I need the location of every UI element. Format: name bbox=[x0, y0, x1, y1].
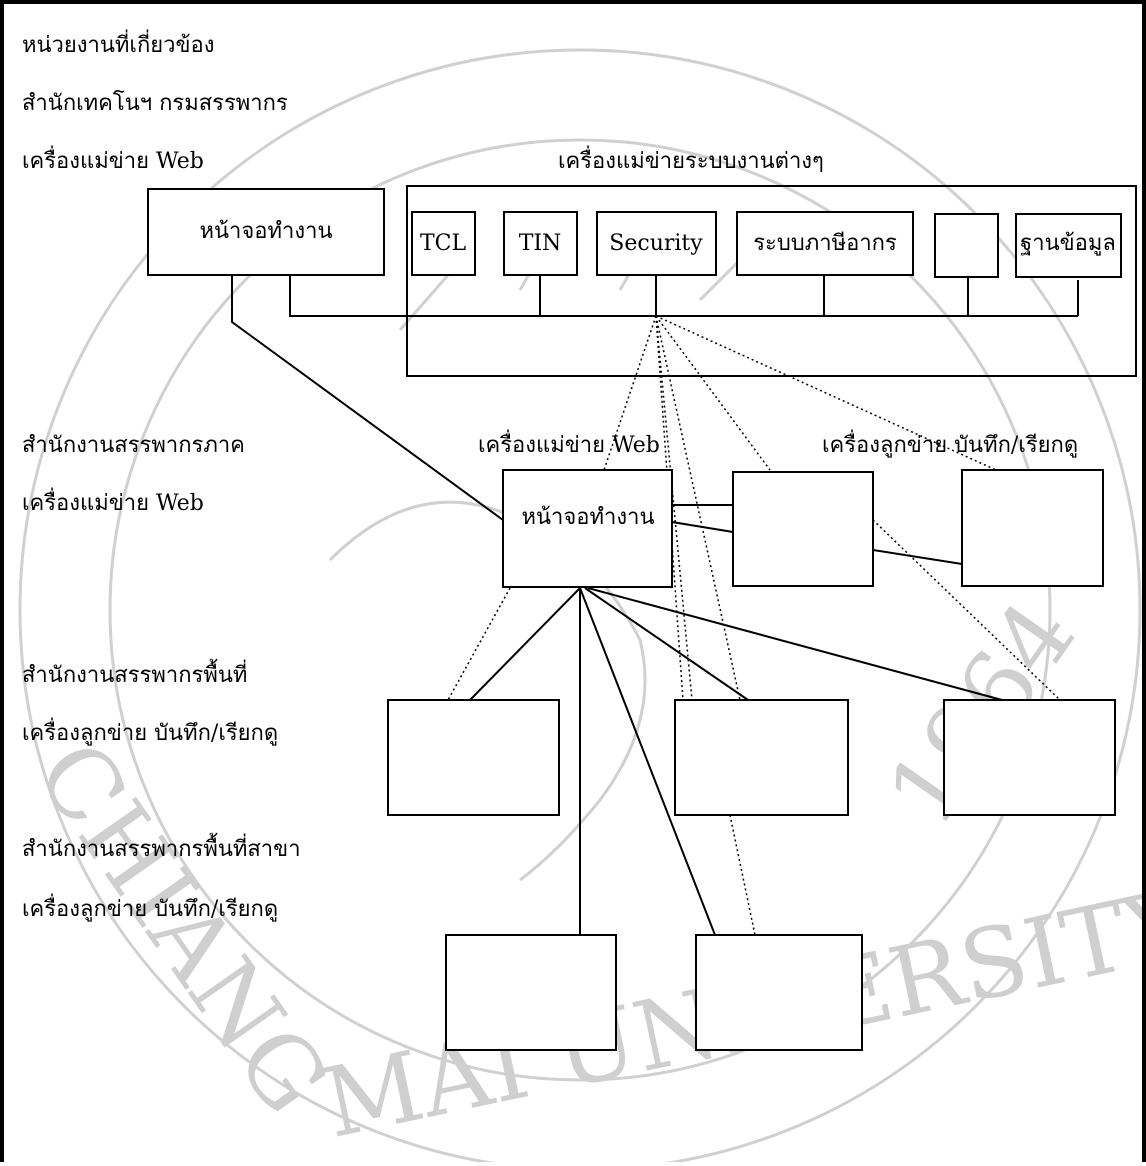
blank-server-box bbox=[934, 213, 999, 278]
area-client-box-mid bbox=[674, 699, 849, 816]
regional-client-box-2 bbox=[961, 469, 1104, 587]
central-bus-line bbox=[289, 275, 1078, 317]
fan-area-right bbox=[587, 587, 1003, 701]
regional-workspace-box bbox=[502, 469, 673, 588]
dotted-security-area-mid-1 bbox=[655, 315, 684, 701]
tax-system-box bbox=[736, 211, 914, 276]
fan-area-left bbox=[469, 587, 581, 701]
label-area-office: สำนักงานสรรพากรพื้นที่ bbox=[22, 659, 247, 688]
central-to-regional-line bbox=[231, 275, 504, 521]
area-client-box-left bbox=[387, 699, 560, 816]
branch-client-box-right bbox=[695, 934, 863, 1051]
label-regional-office: สำนักงานสรรพากรภาค bbox=[22, 433, 245, 458]
area-client-box-right bbox=[943, 699, 1116, 816]
central-workspace-label: หน้าจอทำงาน bbox=[200, 219, 333, 244]
connection-lines bbox=[231, 275, 1079, 936]
label-branch-client: เครื่องลูกข่าย บันทึก/เรียกดู bbox=[22, 893, 278, 922]
dotted-regional-client-area-right bbox=[872, 519, 1061, 701]
label-central-web-server: เครื่องแม่ข่าย Web bbox=[22, 145, 204, 174]
database-label: ฐานข้อมูล bbox=[1020, 231, 1116, 256]
label-regional-web-server: เครื่องแม่ข่าย Web bbox=[22, 487, 204, 516]
regional-link-3 bbox=[872, 549, 963, 565]
fan-branch-right bbox=[579, 587, 716, 936]
label-branch-office: สำนักงานสรรพากรพื้นที่สาขา bbox=[22, 833, 301, 862]
fan-area-mid bbox=[584, 587, 749, 701]
dotted-security-regional-web bbox=[603, 315, 657, 471]
tin-box bbox=[503, 211, 578, 276]
label-regional-client: เครื่องลูกข่าย บันทึก/เรียกดู bbox=[822, 429, 1078, 458]
security-label: Security bbox=[609, 231, 703, 256]
heading-related-units: หน่วยงานที่เกี่ยวข้อง bbox=[22, 29, 215, 58]
dotted-security-area-mid-3 bbox=[655, 315, 741, 701]
label-central-office: สำนักเทคโนฯ กรมสรรพากร bbox=[22, 90, 288, 116]
label-area-client: เครื่องลูกข่าย บันทึก/เรียกดู bbox=[22, 717, 278, 746]
central-workspace-box bbox=[147, 188, 385, 276]
dotted-area-mid-branch bbox=[729, 814, 756, 936]
dotted-area-left bbox=[447, 587, 511, 701]
central-app-servers-box bbox=[406, 185, 1137, 377]
branch-client-box-left bbox=[445, 934, 617, 1051]
security-box bbox=[596, 211, 717, 276]
label-central-app-servers: เครื่องแม่ข่ายระบบงานต่างๆ bbox=[558, 145, 824, 174]
dotted-security-area-mid-2 bbox=[655, 315, 693, 701]
label-regional-web-server-top: เครื่องแม่ข่าย Web bbox=[478, 429, 660, 458]
dotted-security-regional-client-2 bbox=[655, 315, 997, 471]
tcl-label: TCL bbox=[420, 231, 467, 256]
regional-workspace-label: หน้าจอทำงาน bbox=[522, 505, 655, 530]
database-box bbox=[1015, 213, 1122, 278]
watermark-chiang: CHIANG bbox=[15, 721, 351, 1133]
tin-label: TIN bbox=[519, 231, 562, 256]
tcl-box bbox=[411, 211, 476, 276]
dotted-security-regional-client bbox=[655, 315, 771, 471]
tax-system-label: ระบบภาษีอากร bbox=[753, 231, 897, 256]
regional-client-box-1 bbox=[732, 471, 874, 587]
